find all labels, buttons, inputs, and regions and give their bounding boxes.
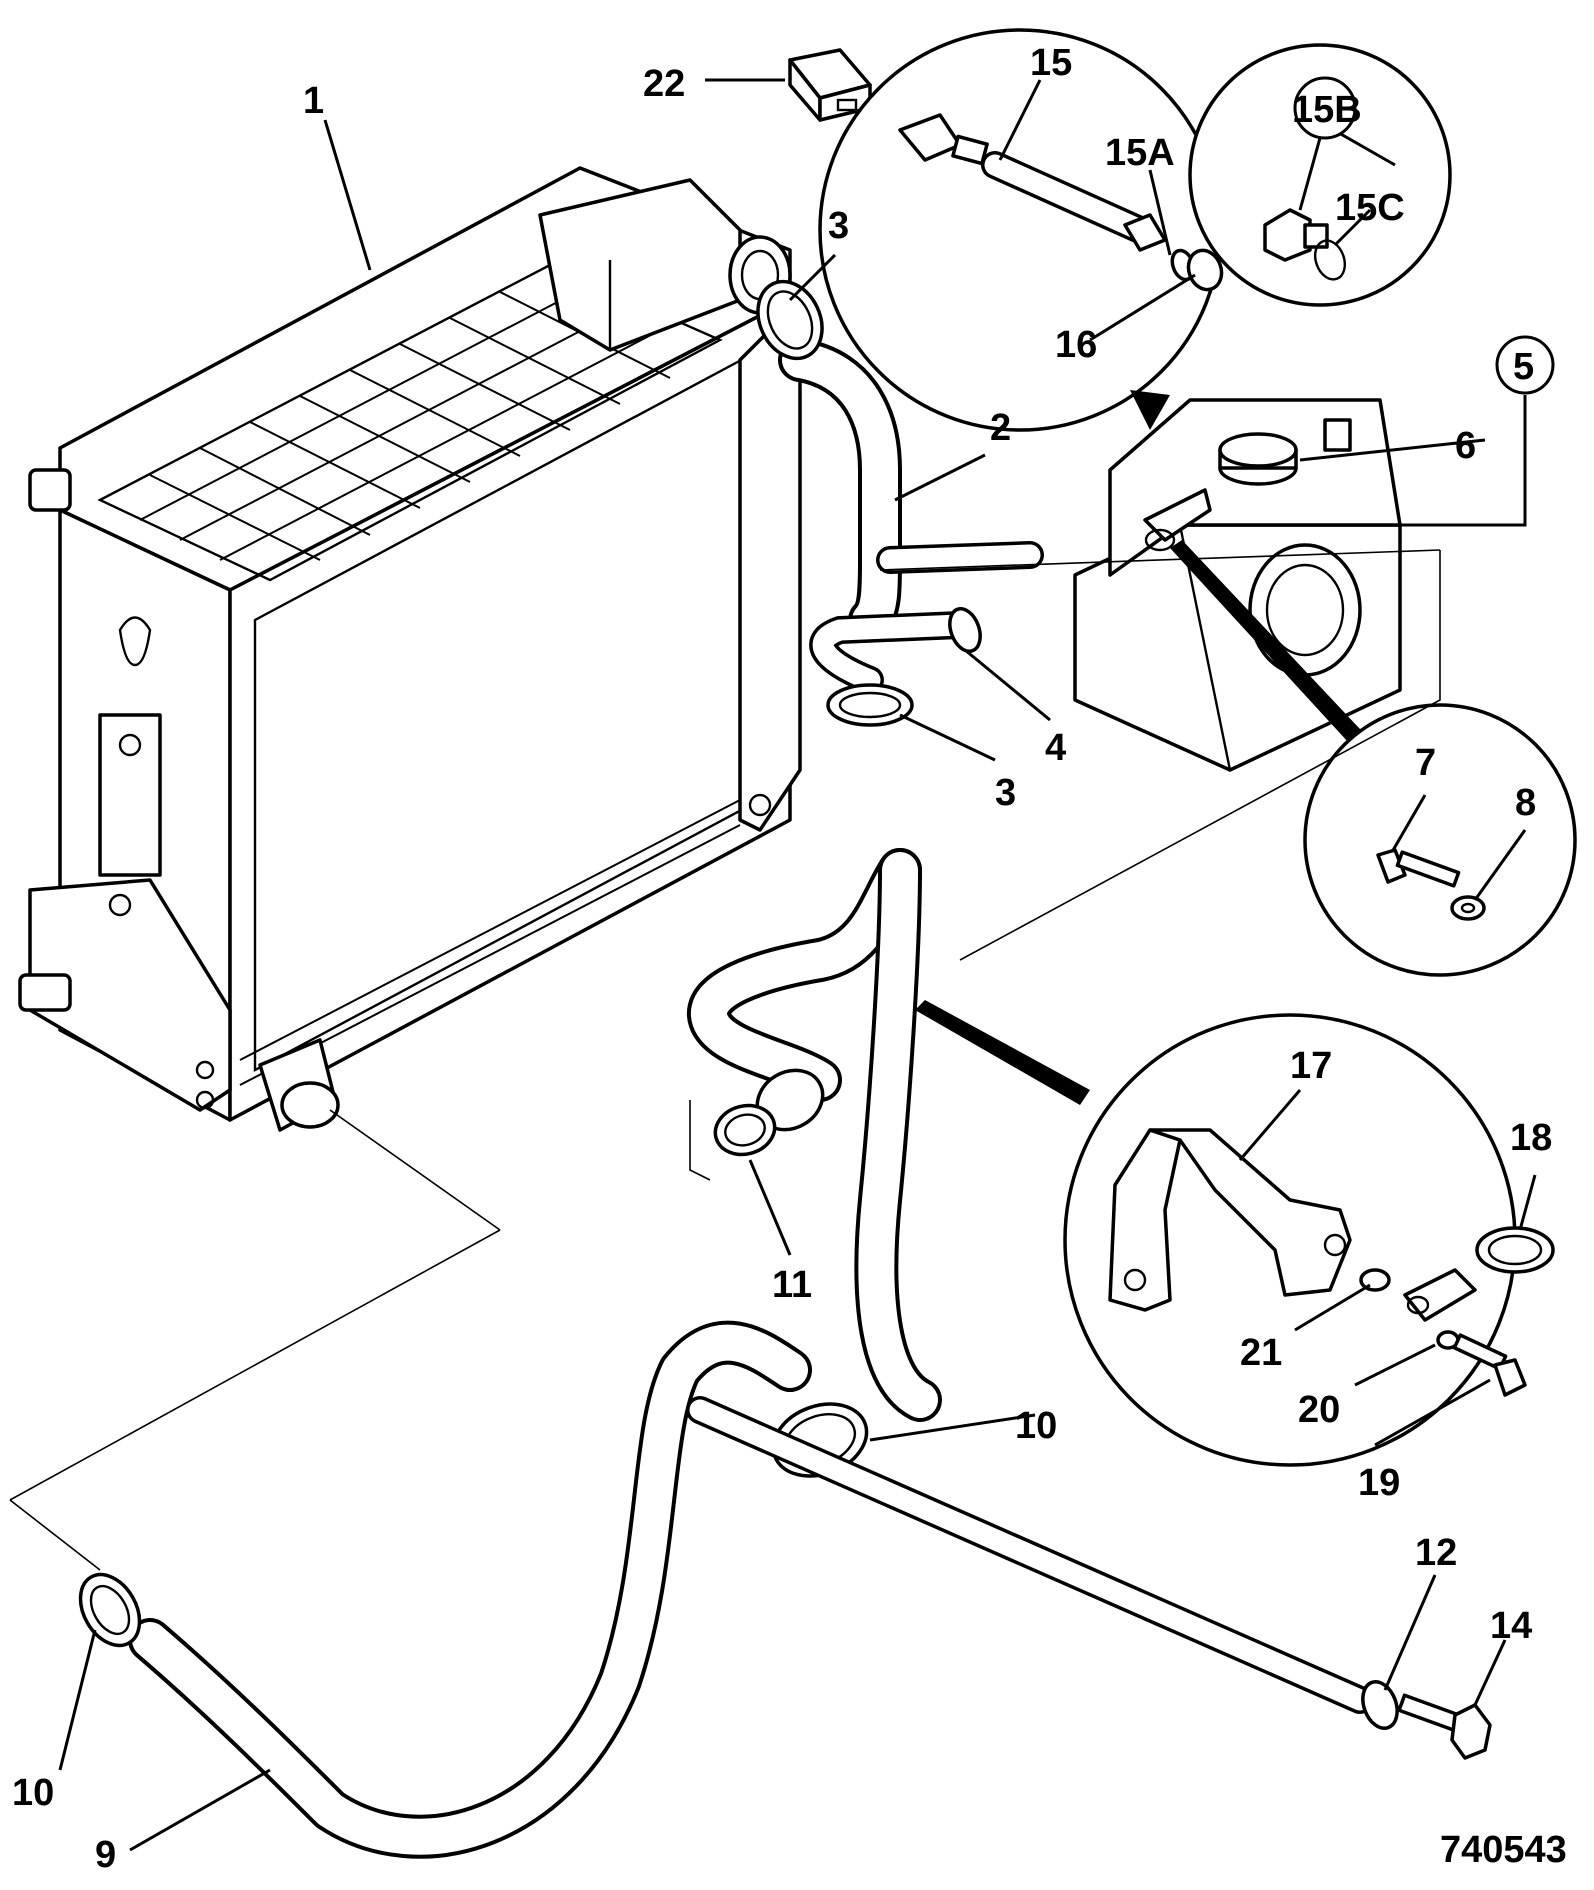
sensor-detail-callout <box>1188 43 1452 307</box>
label-9: 9 <box>95 1834 116 1876</box>
part-number-labels: 1 2 3 3 4 5 6 7 8 9 10 10 11 12 14 15 15… <box>12 42 1567 1876</box>
label-16: 16 <box>1055 324 1097 366</box>
label-19: 19 <box>1358 1462 1400 1504</box>
label-15a: 15A <box>1105 132 1175 174</box>
hose-clip-10-lower <box>78 1572 142 1648</box>
hose-clip-3-top <box>756 279 824 361</box>
sender-detail-callout <box>818 28 1224 432</box>
bypass-hose <box>687 848 942 1422</box>
label-7: 7 <box>1415 742 1436 784</box>
tank-bracket <box>1143 488 1212 552</box>
label-4: 4 <box>1045 727 1066 769</box>
top-hose <box>778 338 1044 694</box>
label-17: 17 <box>1290 1045 1332 1087</box>
label-2: 2 <box>990 407 1011 449</box>
label-15c: 15C <box>1335 187 1405 229</box>
label-6: 6 <box>1455 425 1476 467</box>
label-3-top: 3 <box>828 205 849 247</box>
label-ring-5 <box>1495 335 1555 395</box>
radiator-top-grille <box>97 263 723 582</box>
radiator <box>18 166 802 1132</box>
bracket-clamp-detail-callout <box>915 1000 1555 1467</box>
bolt-washer-detail-callout <box>1303 703 1577 977</box>
guide-lines <box>9 549 1441 1571</box>
label-18: 18 <box>1510 1117 1552 1159</box>
bottom-hose <box>128 1320 812 1859</box>
label-10-lower: 10 <box>12 1772 54 1814</box>
label-1: 1 <box>303 80 324 122</box>
label-15: 15 <box>1030 42 1072 84</box>
hose-clip-3-bottom <box>826 683 914 727</box>
filler-cap <box>1218 432 1298 486</box>
label-21: 21 <box>1240 1332 1282 1374</box>
label-11: 11 <box>772 1264 812 1306</box>
label-20: 20 <box>1298 1389 1340 1431</box>
label-15b: 15B <box>1292 89 1362 131</box>
label-12: 12 <box>1415 1532 1457 1574</box>
sensor-connector-22 <box>788 48 872 122</box>
label-22: 22 <box>643 63 685 105</box>
heater-pipe <box>686 1396 1374 1714</box>
hose-clip-11 <box>713 1103 777 1157</box>
label-5: 5 <box>1513 346 1534 388</box>
hose-clip-4 <box>948 607 982 653</box>
label-14: 14 <box>1490 1605 1532 1647</box>
hose-clip-12 <box>1361 1680 1399 1730</box>
label-3-bottom: 3 <box>995 772 1016 814</box>
drawing-number: 740543 <box>1440 1829 1567 1871</box>
label-10-upper: 10 <box>1015 1405 1057 1447</box>
label-8: 8 <box>1515 782 1536 824</box>
label-ring-15b <box>1293 76 1357 140</box>
